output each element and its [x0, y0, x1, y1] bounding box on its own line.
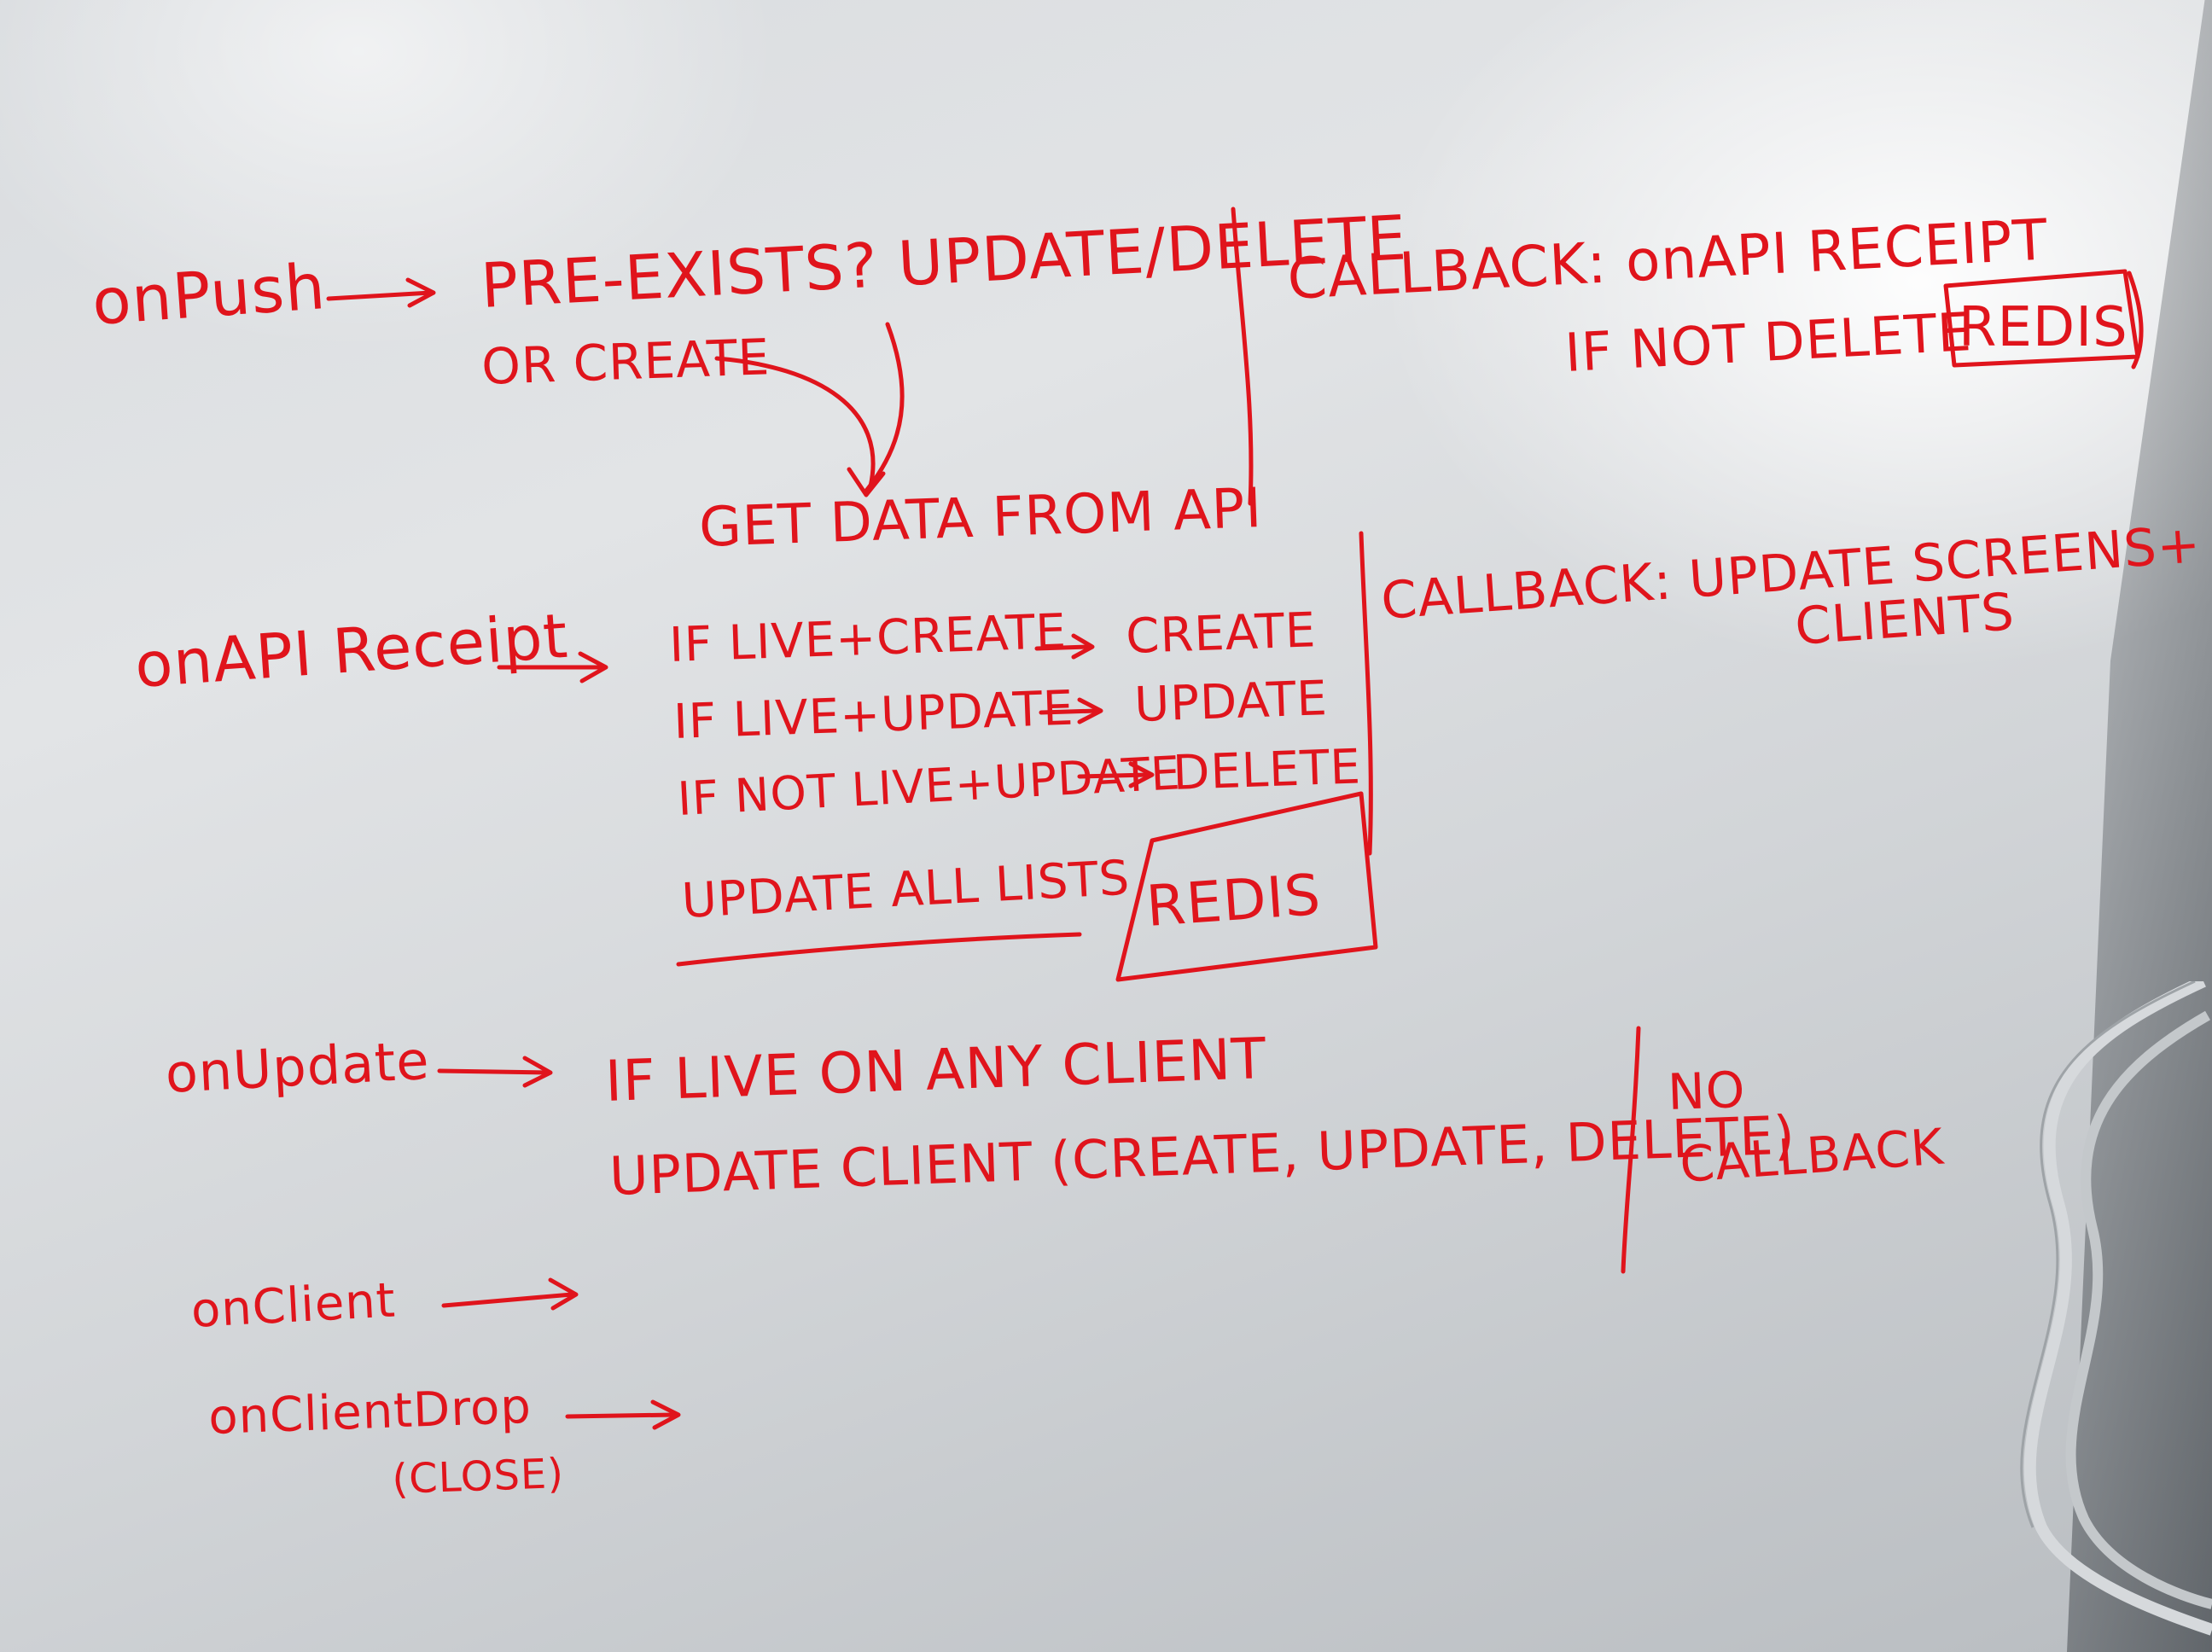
onapi-receipt-label: onAPI Receipt — [132, 600, 570, 701]
divider-line — [1359, 531, 1373, 856]
arrow-icon — [497, 651, 608, 683]
pre-exists-text: PRE-EXISTS? UPDATE/DELETE — [479, 201, 1408, 322]
close-note: (CLOSE) — [391, 1450, 564, 1504]
onpush-label: onPush — [90, 250, 328, 340]
onclient-label: onClient — [189, 1273, 397, 1339]
arrow-icon — [441, 1277, 579, 1311]
or-create-text: OR CREATE — [480, 328, 771, 396]
rule-2-condition: IF LIVE+UPDATE — [672, 681, 1074, 750]
redis-box-2 — [1115, 791, 1378, 982]
arrow-icon — [1034, 633, 1095, 660]
cable — [2020, 981, 2212, 1636]
redis-label-1: REDIS — [1959, 296, 2128, 359]
update-client-text: UPDATE CLIENT (CREATE, UPDATE, DELETE) — [608, 1104, 1796, 1207]
rule-2-action: UPDATE — [1133, 671, 1329, 733]
no-text: NO — [1667, 1061, 1746, 1121]
divider-line — [1621, 1026, 1641, 1274]
if-live-text: IF LIVE ON ANY CLIENT — [604, 1026, 1268, 1114]
onclientdrop-label: onClientDrop — [207, 1379, 533, 1446]
arrow-icon — [1077, 761, 1155, 788]
curved-arrow-icon — [714, 322, 905, 497]
divider-line — [1231, 206, 1254, 506]
arrow-icon — [326, 277, 436, 308]
underline — [676, 932, 1082, 967]
rule-3-condition: IF NOT LIVE+UPDATE — [676, 746, 1182, 826]
update-all-lists-text: UPDATE ALL LISTS — [680, 851, 1131, 929]
redis-label-2: REDIS — [1144, 862, 1324, 939]
arrow-icon — [437, 1056, 553, 1088]
onupdate-label: onUpdate — [164, 1029, 431, 1105]
rule-1-condition: IF LIVE+CREATE — [668, 604, 1068, 673]
arrow-icon — [565, 1399, 681, 1430]
rule-3-action: DELETE — [1172, 739, 1362, 801]
rule-1-action: CREATE — [1125, 602, 1317, 665]
if-not-delete-text: IF NOT DELETE — [1563, 300, 1973, 384]
callback-2-text: CALLBACK: UPDATE SCREENS+ — [1379, 515, 2203, 631]
arrow-icon — [1039, 697, 1103, 724]
get-data-text: GET DATA FROM API — [698, 477, 1263, 560]
